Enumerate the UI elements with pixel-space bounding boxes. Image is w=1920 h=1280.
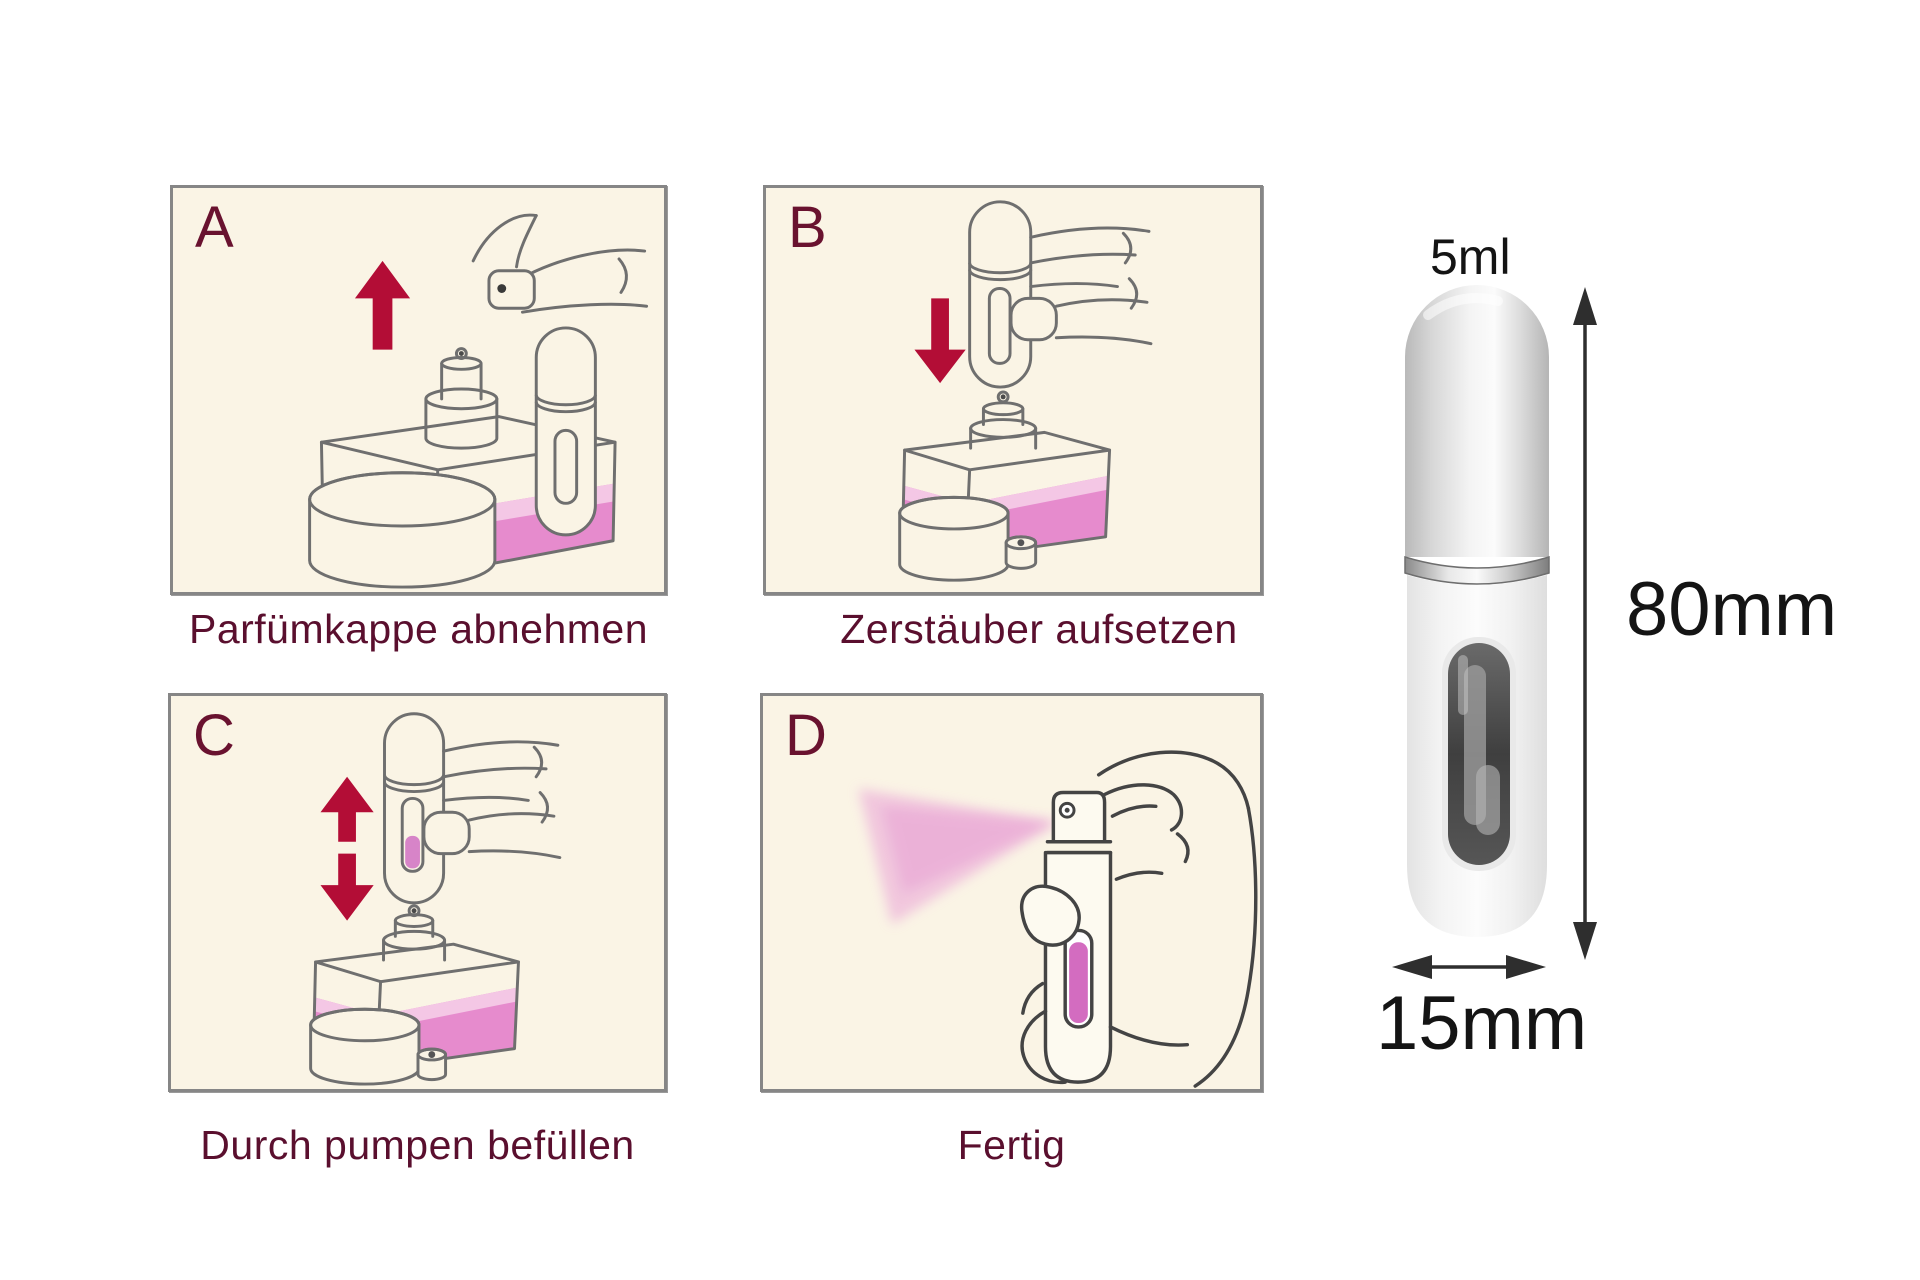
step-panel-d: D	[760, 693, 1263, 1092]
step-caption-a: Parfümkappe abnehmen	[188, 606, 649, 652]
illustration-remove-cap-icon	[308, 213, 649, 589]
width-arrow	[1392, 955, 1546, 979]
capacity-label: 5ml	[1430, 229, 1511, 285]
step-letter-a: A	[195, 195, 234, 260]
product-photo	[1392, 285, 1597, 979]
step-panel-b: B	[763, 185, 1263, 595]
height-dimension-label: 80mm	[1626, 567, 1838, 652]
step-letter-c: C	[193, 703, 235, 768]
step-letter-d: D	[785, 703, 827, 768]
height-arrow	[1573, 287, 1597, 960]
illustration-spray-icon	[858, 750, 1258, 1088]
step-panel-a: A	[170, 185, 667, 595]
width-dimension-label: 15mm	[1376, 981, 1588, 1066]
atomizer-window	[1442, 637, 1516, 871]
atomizer-cap	[1405, 285, 1549, 557]
step-caption-c: Durch pumpen befüllen	[200, 1122, 635, 1168]
illustration-attach-atomizer-icon	[898, 200, 1153, 582]
step-caption-d: Fertig	[957, 1122, 1066, 1168]
step-caption-b: Zerstäuber aufsetzen	[840, 606, 1238, 652]
step-letter-b: B	[788, 195, 827, 260]
step-panel-c: C	[168, 693, 667, 1092]
atomizer-ring	[1404, 555, 1550, 585]
illustration-pump-fill-icon	[309, 712, 562, 1086]
